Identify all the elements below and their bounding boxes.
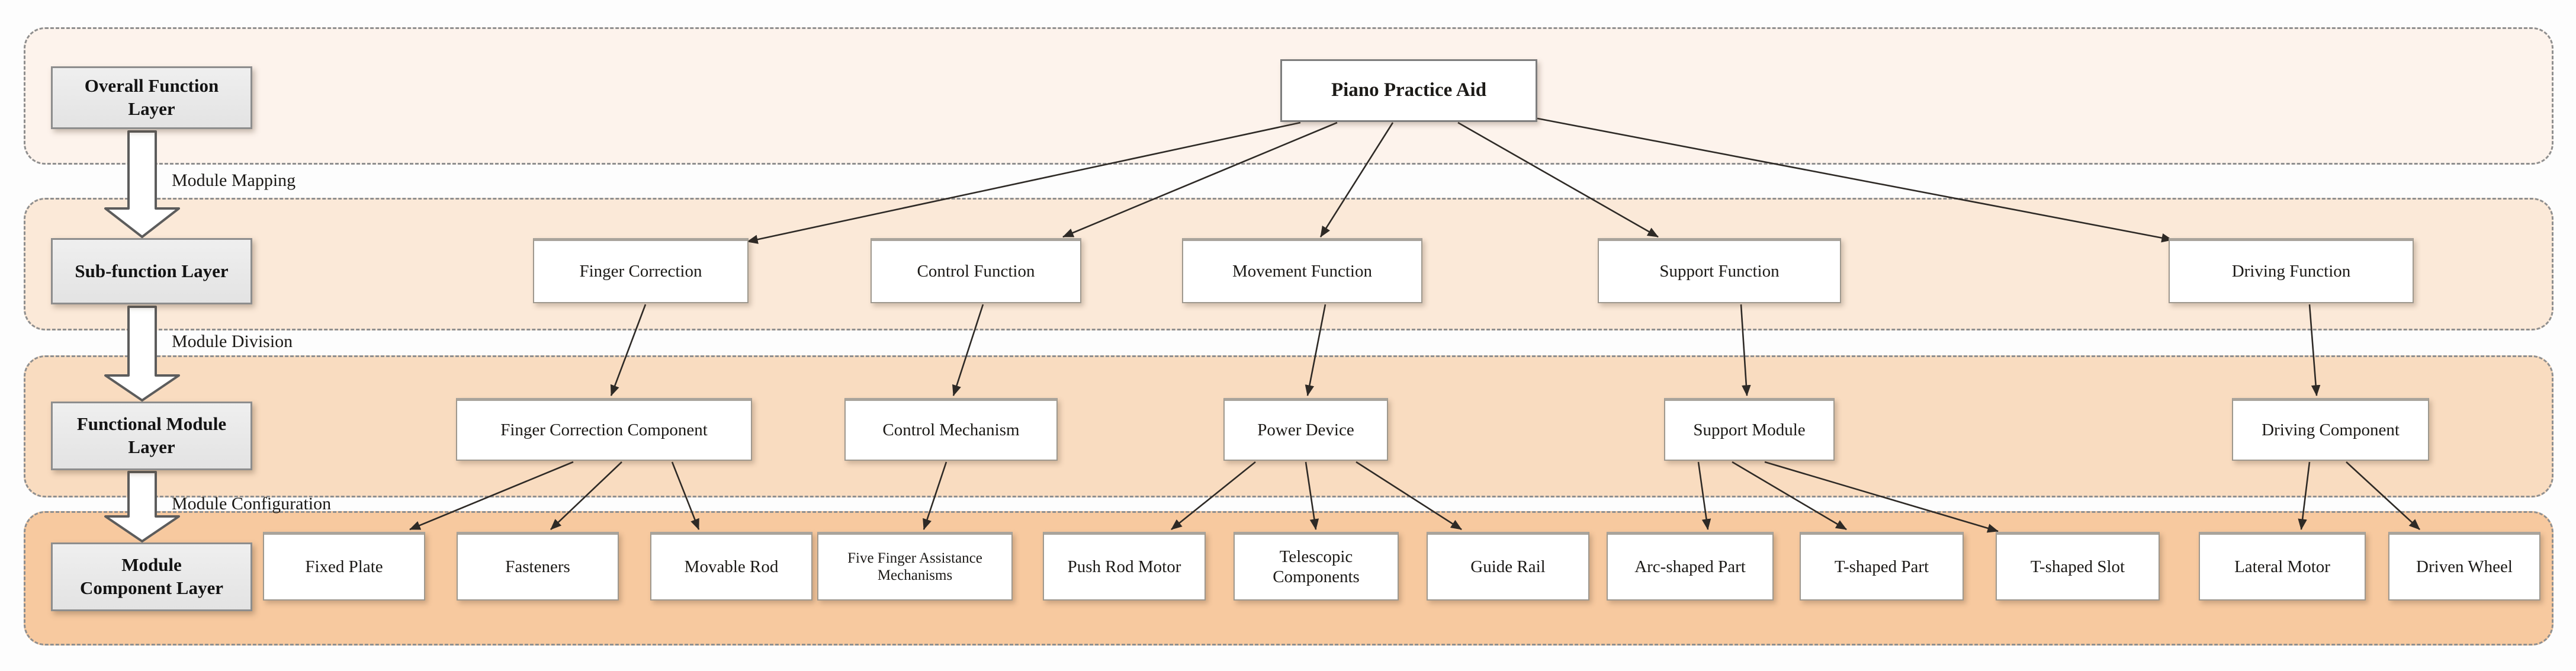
transition-label-module-division: Module Division: [172, 332, 293, 351]
edge-control-mechanism: [952, 304, 984, 396]
edge-driving-component: [2308, 304, 2321, 397]
layer-label-text: Overall Function Layer: [84, 75, 219, 119]
node-guide-rail: Guide Rail: [1427, 532, 1589, 601]
transition-label-module-mapping: Module Mapping: [172, 171, 296, 190]
edge-fixed-plate: [409, 461, 574, 531]
layer-label-functional-module: Functional Module Layer: [51, 402, 252, 470]
layer-label-module-component: Module Component Layer: [51, 542, 252, 611]
node-t-shaped-part: T-shaped Part: [1800, 532, 1964, 601]
transition-label-module-configuration: Module Configuration: [172, 494, 332, 513]
node-driving-function: Driving Function: [2169, 238, 2414, 303]
edge-driven-wheel: [2346, 461, 2420, 530]
node-movement-function: Movement Function: [1182, 238, 1422, 303]
node-fixed-plate: Fixed Plate: [263, 532, 425, 601]
node-push-rod-motor: Push Rod Motor: [1043, 532, 1206, 601]
node-driven-wheel: Driven Wheel: [2388, 532, 2540, 601]
node-support-module: Support Module: [1664, 398, 1835, 461]
edge-finger-correction-component: [610, 304, 647, 396]
edge-root-finger-correction: [746, 121, 1301, 244]
node-arc-shaped-part: Arc-shaped Part: [1607, 532, 1774, 601]
edge-telescopic-components: [1305, 461, 1319, 531]
node-driving-component: Driving Component: [2232, 398, 2429, 461]
edge-t-shaped-slot: [1764, 461, 1999, 533]
node-piano-practice-aid: Piano Practice Aid: [1280, 59, 1537, 122]
node-control-function: Control Function: [871, 238, 1081, 303]
block-arrow-module-configuration: [104, 471, 180, 542]
edge-t-shaped-part: [1732, 461, 1847, 531]
node-movable-rod: Movable Rod: [650, 532, 812, 601]
edge-root-driving-function: [1537, 117, 2173, 243]
edge-root-movement-function: [1319, 122, 1394, 237]
node-telescopic-components: Telescopic Components: [1234, 532, 1399, 601]
node-fasteners: Fasteners: [457, 532, 619, 601]
node-lateral-motor: Lateral Motor: [2199, 532, 2366, 601]
node-five-finger-assistance-mechanisms: Five Finger Assistance Mechanisms: [817, 532, 1013, 601]
edge-root-support-function: [1457, 121, 1659, 238]
block-arrow-module-division: [104, 306, 180, 402]
edge-root-control-function: [1062, 121, 1338, 238]
node-finger-correction-component: Finger Correction Component: [456, 398, 752, 461]
layer-label-text: Functional Module Layer: [76, 413, 227, 457]
edge-push-rod-motor: [1171, 461, 1256, 531]
layer-label-sub-function: Sub-function Layer: [51, 238, 252, 304]
node-t-shaped-slot: T-shaped Slot: [1996, 532, 2160, 601]
edge-guide-rail: [1356, 461, 1462, 531]
layer-label-text: Module Component Layer: [80, 554, 223, 598]
edge-power-device: [1305, 304, 1326, 397]
edge-lateral-motor: [2298, 461, 2311, 531]
block-arrow-module-mapping: [104, 130, 180, 238]
layer-label-text: Sub-function Layer: [75, 260, 229, 281]
edge-five-finger-assistance: [923, 461, 947, 530]
node-support-function: Support Function: [1598, 238, 1841, 303]
edge-fasteners: [550, 461, 622, 530]
layer-label-overall-function: Overall Function Layer: [51, 66, 252, 129]
edge-support-module: [1740, 304, 1751, 397]
edge-arc-shaped-part: [1697, 461, 1711, 531]
node-power-device: Power Device: [1223, 398, 1388, 461]
edge-movable-rod: [671, 461, 700, 530]
node-finger-correction: Finger Correction: [533, 238, 749, 303]
node-control-mechanism: Control Mechanism: [844, 398, 1058, 461]
